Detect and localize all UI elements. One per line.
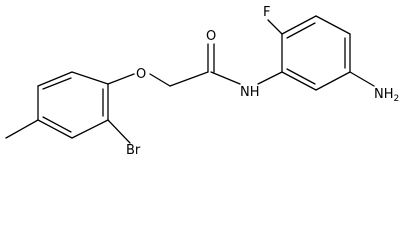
- amino-group-label: NH2: [374, 87, 399, 104]
- methyl-bond: [5, 119, 39, 139]
- aryl-o-bond: [107, 73, 135, 85]
- c-nh2-bond: [349, 71, 375, 87]
- ether-oxygen-label: O: [136, 67, 146, 82]
- amide-nitrogen-label: NH: [240, 85, 260, 100]
- ch2-co-bond: [169, 71, 209, 87]
- carbonyl-oxygen-label: O: [206, 29, 216, 44]
- n-aryl-bond: [257, 71, 283, 85]
- structure-canvas: F O O NH Br NH2: [5, 5, 399, 156]
- right-benzene-ring: [281, 15, 351, 91]
- left-benzene-ring: [37, 71, 109, 139]
- o-ch2-bond: [149, 73, 171, 87]
- amino-nitrogen-text: NH: [374, 87, 394, 102]
- fluorine-label: F: [263, 5, 270, 20]
- c-br-bond: [107, 119, 131, 144]
- amide-c-n-bond: [210, 71, 241, 85]
- c-f-bond: [267, 19, 283, 35]
- molecule-diagram: F O O NH Br NH2: [5, 5, 399, 156]
- bromine-label: Br: [126, 143, 141, 156]
- amino-subscript: 2: [394, 94, 400, 104]
